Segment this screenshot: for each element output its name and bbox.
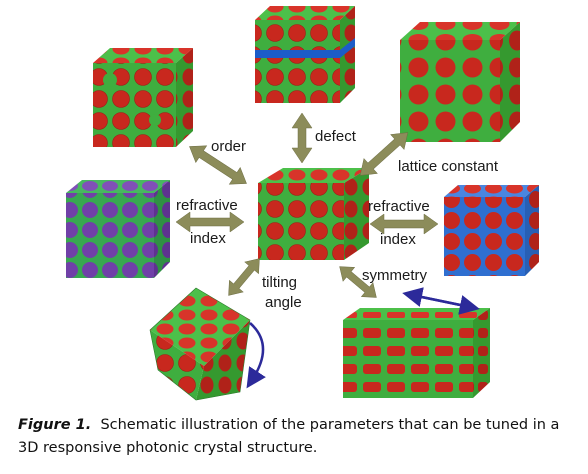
figure-illustration: order defect lattice constant refractive… — [66, 6, 539, 401]
arrow-refractive-index-right — [369, 213, 439, 235]
arrow-order — [189, 145, 247, 185]
figure-label: Figure 1. — [18, 417, 92, 433]
defect-layer — [255, 38, 355, 58]
rotation-arrow-icon — [246, 322, 266, 389]
label-lattice-constant: lattice constant — [398, 158, 499, 175]
label-refractive-left-1: refractive — [176, 197, 238, 214]
label-refractive-right-1: refractive — [368, 198, 430, 215]
label-defect: defect — [315, 128, 357, 145]
tilted-cube — [149, 287, 266, 401]
label-angle: angle — [265, 294, 302, 311]
arrow-refractive-index-left — [175, 211, 245, 233]
label-refractive-left-2: index — [190, 230, 226, 247]
figure-caption: Figure 1. Schematic illustration of the … — [18, 414, 583, 460]
caption-text: Schematic illustration of the parameters… — [18, 417, 560, 456]
refractive-index-blue-cube — [444, 185, 539, 276]
label-order: order — [211, 138, 246, 155]
label-tilting: tilting — [262, 274, 297, 291]
lattice-constant-cube — [400, 22, 520, 142]
arrow-symmetry — [339, 266, 377, 298]
defect-cube — [255, 6, 355, 103]
label-symmetry: symmetry — [362, 267, 427, 284]
arrow-tilting-angle — [228, 258, 260, 296]
label-refractive-right-2: index — [380, 231, 416, 248]
arrow-lattice-constant — [359, 132, 409, 176]
refractive-index-purple-cube — [66, 180, 170, 278]
symmetry-cube — [343, 287, 490, 398]
order-cube — [93, 48, 193, 147]
arrow-defect — [291, 112, 313, 164]
center-cube — [258, 168, 369, 260]
